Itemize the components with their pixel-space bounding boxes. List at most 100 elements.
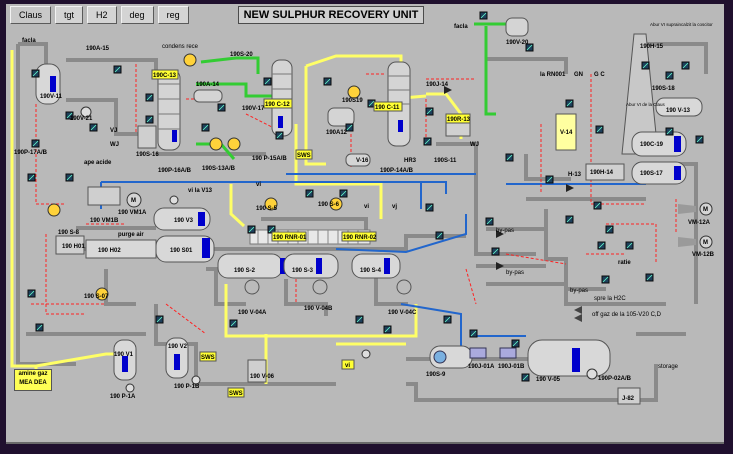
instrument-mark-icon: [506, 154, 513, 161]
label-190p-15: 190 P-15A/B: [252, 156, 287, 162]
instrument-mark-icon: [486, 218, 493, 225]
column-190c-12[interactable]: [271, 59, 293, 137]
tag-190c-11: 190 C-11: [375, 105, 400, 111]
label-hr3: HR3: [404, 158, 417, 164]
exchanger-190s01[interactable]: [155, 235, 215, 263]
instrument-mark-icon: [546, 176, 553, 183]
pump-icon[interactable]: [80, 106, 92, 118]
vessel-190v-20[interactable]: [505, 17, 529, 37]
instrument-mark-icon: [146, 116, 153, 123]
yellow-tags: 190C-13 190 C-12 190 C-11 190R-13 190 RN…: [151, 69, 471, 398]
tab-h2[interactable]: H2: [87, 6, 117, 24]
tab-deg[interactable]: deg: [120, 6, 154, 24]
vessel-190c-19[interactable]: [631, 131, 687, 157]
heater-190h-14[interactable]: [585, 163, 625, 181]
label-190v-17: 190V-17: [242, 106, 265, 112]
blue-pipes: [100, 163, 666, 349]
label-h-13: H-13: [568, 172, 582, 178]
pump-190s-20-icon[interactable]: [183, 53, 197, 67]
valve-icon[interactable]: [496, 230, 504, 238]
heater-190h01[interactable]: [55, 235, 85, 255]
label-vj-1: vj: [392, 204, 397, 210]
blower-190vm1a[interactable]: M: [87, 186, 142, 208]
label-by-pas-2: by-pas: [506, 270, 524, 276]
exchanger-190s-17[interactable]: [631, 161, 687, 185]
label-190v2: 190 V2: [168, 344, 188, 350]
label-190s-13: 190S-13A/B: [202, 166, 236, 172]
instrument-mark-icon: [682, 62, 689, 69]
valve-icon[interactable]: [361, 349, 371, 359]
tab-claus[interactable]: Claus: [10, 6, 52, 24]
pit-190v-04a[interactable]: [244, 279, 260, 295]
valve-icon[interactable]: [496, 262, 504, 270]
pump-190p-15-icon[interactable]: [227, 137, 241, 151]
label-gc: G C: [594, 72, 605, 78]
pump-190s-13-icon[interactable]: [209, 137, 223, 151]
pump-190s19-icon[interactable]: [347, 85, 361, 99]
exchanger-190s-3[interactable]: [283, 253, 339, 279]
valve-icon[interactable]: [566, 184, 574, 192]
label-la-rn: la RN001: [540, 72, 566, 78]
ejector-190j-01b[interactable]: [499, 347, 517, 359]
pump-190s-6-icon[interactable]: [329, 197, 343, 211]
vessel-190v-13[interactable]: [655, 97, 703, 117]
pump-190p-17-icon[interactable]: [47, 203, 61, 217]
label-facla-2: facla: [454, 24, 468, 30]
blower-vm-12b[interactable]: M: [678, 235, 713, 249]
pit-190v-04c[interactable]: [396, 279, 412, 295]
label-190v-04a: 190 V-04A: [238, 310, 267, 316]
pipe-network: [10, 22, 708, 402]
pump-190s-07-icon[interactable]: [95, 287, 109, 301]
exchanger-190s-9[interactable]: [429, 345, 473, 369]
vessel-190v2[interactable]: [165, 337, 189, 379]
instrument-mark-icon: [248, 226, 255, 233]
instrument-mark-icon: [230, 320, 237, 327]
label-j-82: J-82: [622, 396, 635, 402]
ejector-190j-01a[interactable]: [469, 347, 487, 359]
blower-vm-12a[interactable]: M: [678, 202, 713, 216]
label-190s-6: 190 S-6: [318, 202, 340, 208]
pump-190p-1a-icon[interactable]: [125, 383, 135, 393]
label-by-pas-1: by-pas: [496, 228, 514, 234]
instrument-tags: [27, 11, 704, 382]
instrument-mark-icon: [480, 12, 487, 19]
vessel-190v-05[interactable]: [527, 339, 611, 377]
label-190p-16: 190P-16A/B: [158, 168, 192, 174]
label-190p-02: 190P-02A/B: [598, 376, 632, 382]
pump-j-82[interactable]: [617, 387, 641, 405]
pump-190p-1b-icon[interactable]: [191, 375, 201, 385]
heater-190h02[interactable]: [85, 239, 157, 259]
vessel-190v-11[interactable]: [35, 63, 61, 105]
label-190h02: 190 H02: [98, 248, 121, 254]
label-190v-05: 190 V-05: [536, 377, 561, 383]
exchanger-190s-16[interactable]: [137, 125, 157, 149]
tab-reg[interactable]: reg: [157, 6, 189, 24]
vessel-v-16[interactable]: [345, 153, 371, 167]
instrument-mark-icon: [426, 108, 433, 115]
label-190v-20: 190V-20: [506, 40, 529, 46]
label-190s-17: 190S-17: [640, 171, 663, 177]
valve-icon[interactable]: [444, 86, 452, 94]
tag-sws-2: SWS: [201, 355, 215, 361]
label-190v-11: 190V-11: [40, 94, 63, 100]
instrument-mark-icon: [202, 124, 209, 131]
label-vm-12b: VM-12B: [692, 252, 715, 258]
exchanger-190s-4[interactable]: [351, 253, 401, 279]
pit-190v-04b[interactable]: [312, 279, 328, 295]
label-190v-04c: 190 V-04C: [388, 310, 417, 316]
column-190c-13[interactable]: [157, 69, 181, 151]
pump-190s-5-icon[interactable]: [264, 197, 278, 211]
pump-190p-02-icon[interactable]: [586, 368, 598, 380]
vessel-190v1[interactable]: [113, 339, 137, 381]
vessel-v-14[interactable]: [555, 113, 577, 151]
drum-190a-14[interactable]: [193, 89, 223, 103]
drum-190a12[interactable]: [327, 107, 355, 127]
label-190v1: 190 V1: [114, 352, 134, 358]
vessel-190v3[interactable]: [153, 207, 211, 231]
tab-tgt[interactable]: tgt: [55, 6, 84, 24]
label-190h01: 190 H01: [62, 244, 85, 250]
valve-icon[interactable]: [169, 195, 179, 205]
exchanger-190s-2[interactable]: [217, 253, 286, 279]
vessel-190v-06[interactable]: [247, 359, 267, 383]
